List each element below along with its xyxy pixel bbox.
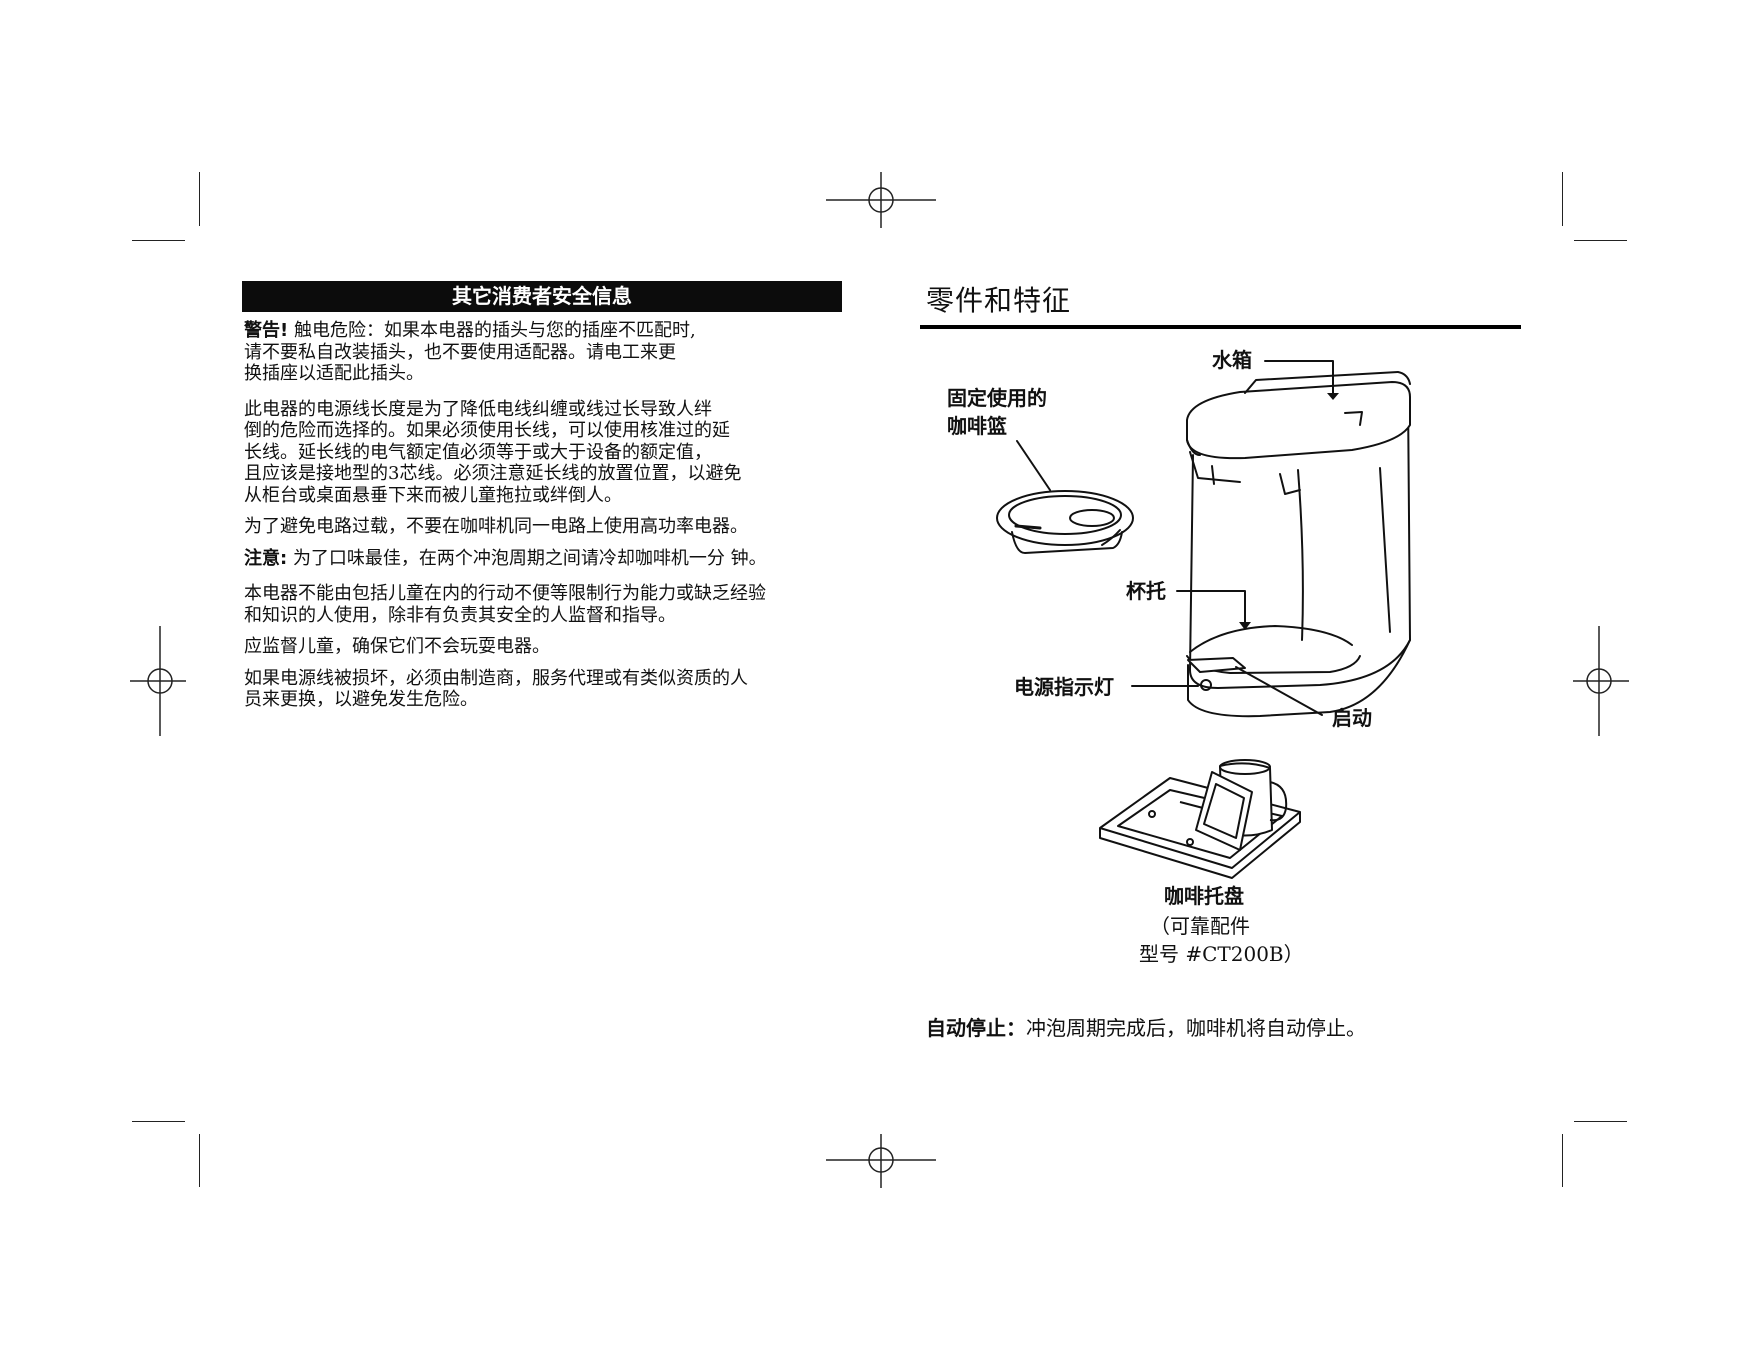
paragraph-text: 换插座以适配此插头。 (244, 363, 424, 384)
paragraph-text: 从柜台或桌面悬垂下来而被儿童拖拉或绊倒人。 (244, 484, 622, 506)
label-basket-line2: 咖啡篮 (947, 414, 1007, 438)
brew-basket-illustration (996, 490, 1134, 554)
paragraph-line: 请不要私自改装插头，也不要使用适配器。请电工来更 (244, 342, 834, 364)
registration-mark-top (826, 172, 936, 228)
paragraph-text: 本电器不能由包括儿童在内的行动不便等限制行为能力或缺乏经验 (244, 583, 766, 604)
label-coffee-tray: 咖啡托盘 (1164, 884, 1244, 908)
coffee-tray-illustration (1099, 759, 1301, 879)
safety-paragraph: 此电器的电源线长度是为了降低电线纠缠或线过长导致人绊倒的危险而选择的。如果必须使… (244, 399, 834, 507)
crop-mark (1574, 240, 1627, 241)
paragraph-text: 和知识的人使用，除非有负责其安全的人监督和指导。 (244, 604, 676, 626)
label-basket-line1: 固定使用的 (947, 386, 1047, 410)
crop-mark (132, 240, 185, 241)
registration-mark-left (130, 626, 186, 736)
safety-info-banner: 其它消费者安全信息 (242, 281, 842, 312)
crop-mark (132, 1121, 185, 1122)
safety-paragraphs: 警告! 触电危险：如果本电器的插头与您的插座不匹配时,请不要私自改装插头，也不要… (242, 320, 842, 711)
paragraph-text: 长线。延长线的电气额定值必须等于或大于设备的额定值， (244, 441, 712, 463)
crop-mark (199, 172, 200, 226)
paragraph-line: 警告! 触电危险：如果本电器的插头与您的插座不匹配时, (244, 320, 834, 342)
safety-info-section: 其它消费者安全信息 警告! 触电危险：如果本电器的插头与您的插座不匹配时,请不要… (242, 281, 842, 711)
paragraph-line: 从柜台或桌面悬垂下来而被儿童拖拉或绊倒人。 (244, 485, 834, 507)
paragraph-text: 触电危险：如果本电器的插头与您的插座不匹配时, (293, 320, 696, 341)
safety-paragraph: 警告! 触电危险：如果本电器的插头与您的插座不匹配时,请不要私自改装插头，也不要… (244, 320, 834, 385)
paragraph-line: 本电器不能由包括儿童在内的行动不便等限制行为能力或缺乏经验 (244, 583, 834, 605)
label-power-light: 电源指示灯 (1014, 675, 1114, 699)
paragraph-line: 换插座以适配此插头。 (244, 363, 834, 385)
paragraph-line: 应监督儿童，确保它们不会玩耍电器。 (244, 636, 834, 658)
paragraph-label: 注意: (244, 547, 288, 569)
coffee-maker-diagram (996, 360, 1411, 718)
paragraph-label: 警告! (244, 320, 289, 341)
paragraph-line: 如果电源线被损坏，必须由制造商，服务代理或有类似资质的人 (244, 668, 834, 690)
crop-mark (1562, 1134, 1563, 1187)
crop-mark (199, 1134, 200, 1187)
paragraph-line: 长线。延长线的电气额定值必须等于或大于设备的额定值， (244, 442, 834, 464)
paragraph-text: 如果电源线被损坏，必须由制造商，服务代理或有类似资质的人 (244, 667, 748, 689)
auto-stop-label: 自动停止： (926, 1016, 1026, 1040)
safety-paragraph: 注意: 为了口味最佳，在两个冲泡周期之间请冷却咖啡机一分 钟。 (244, 548, 834, 570)
title-rule (920, 325, 1521, 329)
paragraph-line: 此电器的电源线长度是为了降低电线纠缠或线过长导致人绊 (244, 399, 834, 421)
paragraph-text: 为了避免电路过载，不要在咖啡机同一电路上使用高功率电器。 (244, 516, 748, 537)
parts-features-title: 零件和特征 (926, 284, 1072, 317)
safety-paragraph: 为了避免电路过载，不要在咖啡机同一电路上使用高功率电器。 (244, 516, 834, 538)
label-water-tank: 水箱 (1212, 348, 1252, 372)
tray-model-text: 型号 #CT200B） (1139, 942, 1304, 966)
safety-paragraph: 如果电源线被损坏，必须由制造商，服务代理或有类似资质的人员来更换，以避免发生危险… (244, 668, 834, 711)
auto-stop-note: 自动停止：冲泡周期完成后，咖啡机将自动停止。 (926, 1014, 1366, 1042)
paragraph-line: 和知识的人使用，除非有负责其安全的人监督和指导。 (244, 605, 834, 627)
paragraph-text: 员来更换，以避免发生危险。 (244, 689, 478, 710)
paragraph-text: 为了口味最佳，在两个冲泡周期之间请冷却咖啡机一分 钟。 (292, 547, 767, 569)
label-start: 启动 (1332, 706, 1372, 730)
paragraph-text: 应监督儿童，确保它们不会玩耍电器。 (244, 636, 550, 657)
tray-caption-line2: 型号 #CT200B） (1139, 940, 1304, 968)
label-cup-rest: 杯托 (1126, 579, 1166, 603)
paragraph-text: 此电器的电源线长度是为了降低电线纠缠或线过长导致人绊 (244, 398, 712, 420)
safety-paragraph: 应监督儿童，确保它们不会玩耍电器。 (244, 636, 834, 658)
auto-stop-text: 冲泡周期完成后，咖啡机将自动停止。 (1026, 1016, 1366, 1040)
registration-mark-right (1573, 626, 1629, 736)
paragraph-text: 请不要私自改装插头，也不要使用适配器。请电工来更 (244, 341, 676, 363)
safety-paragraph: 本电器不能由包括儿童在内的行动不便等限制行为能力或缺乏经验和知识的人使用，除非有… (244, 583, 834, 626)
coffee-maker-illustration (1186, 371, 1411, 718)
paragraph-line: 为了避免电路过载，不要在咖啡机同一电路上使用高功率电器。 (244, 516, 834, 538)
crop-mark (1574, 1121, 1627, 1122)
registration-mark-bottom (826, 1134, 936, 1188)
paragraph-line: 倒的危险而选择的。如果必须使用长线，可以使用核准过的延 (244, 420, 834, 442)
paragraph-line: 且应该是接地型的3芯线。必须注意延长线的放置位置，以避免 (244, 463, 834, 485)
tray-caption-line1: （可靠配件 (1150, 914, 1250, 938)
paragraph-text: 倒的危险而选择的。如果必须使用长线，可以使用核准过的延 (244, 420, 730, 441)
paragraph-text: 且应该是接地型的3芯线。必须注意延长线的放置位置，以避免 (244, 463, 742, 484)
paragraph-line: 注意: 为了口味最佳，在两个冲泡周期之间请冷却咖啡机一分 钟。 (244, 548, 834, 570)
paragraph-line: 员来更换，以避免发生危险。 (244, 689, 834, 711)
crop-mark (1562, 172, 1563, 226)
